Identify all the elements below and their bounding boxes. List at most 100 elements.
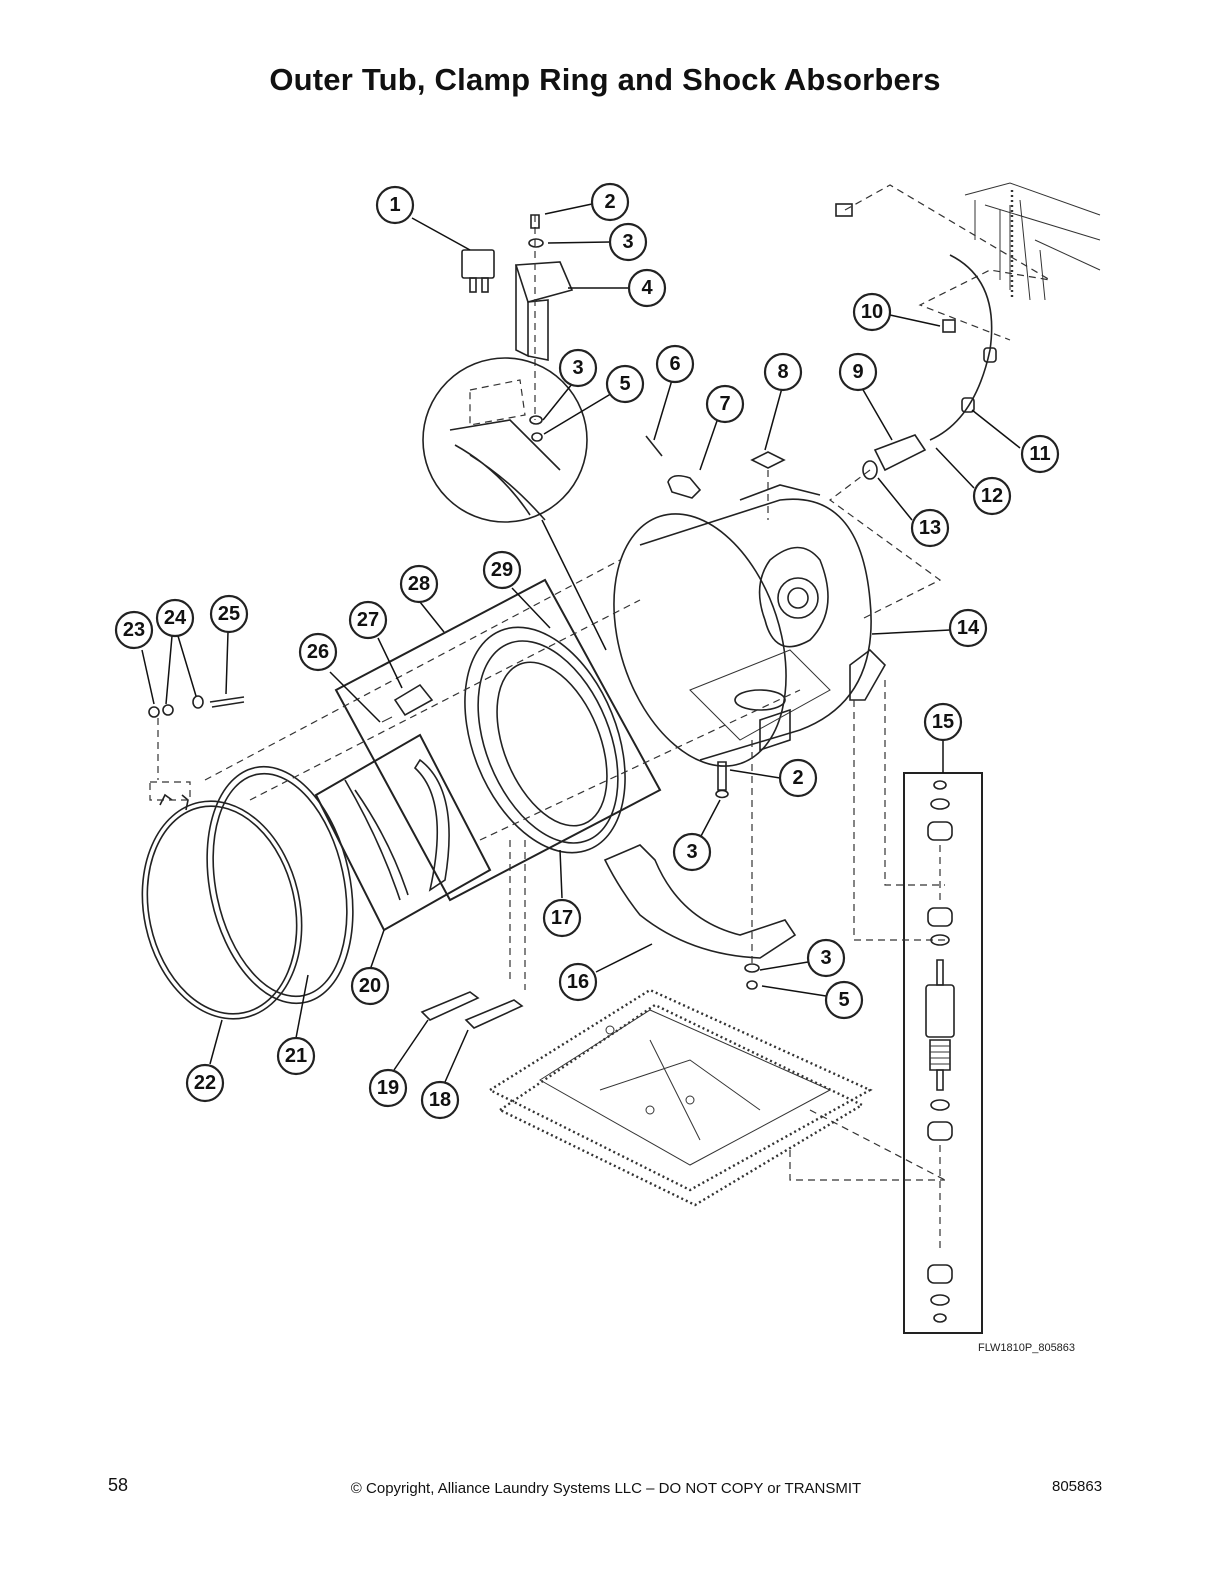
callout-3-detail: 3: [558, 348, 598, 388]
outer-tub: [613, 484, 886, 767]
seal-ring: [206, 765, 354, 1005]
base-frame: [487, 988, 873, 1207]
callout-17: 17: [542, 898, 582, 938]
callout-4: 4: [627, 268, 667, 308]
sensor-bracket: [828, 434, 942, 621]
callout-2-bracket-label: 2: [792, 767, 803, 789]
callout-8-label: 8: [777, 361, 788, 383]
callout-14-label: 14: [957, 617, 980, 639]
shock-absorber-frame: [903, 772, 983, 1334]
callout-11: 11: [1020, 434, 1060, 474]
callout-5-detail: 5: [605, 364, 645, 404]
callout-2-top: 2: [590, 182, 630, 222]
callout-16-label: 16: [567, 971, 589, 993]
callout-2-top-label: 2: [604, 191, 615, 213]
callout-12: 12: [972, 476, 1012, 516]
clamp-hardware: [148, 695, 245, 801]
tub-label: [750, 451, 786, 520]
callout-27-label: 27: [357, 609, 379, 631]
callout-16: 16: [558, 962, 598, 1002]
callout-4-label: 4: [641, 277, 653, 299]
callout-26: 26: [298, 632, 338, 672]
callout-6: 6: [655, 344, 695, 384]
callout-1: 1: [375, 185, 415, 225]
callout-5-bracket-label: 5: [838, 989, 849, 1011]
tub-front-frame: [334, 578, 662, 902]
callout-18: 18: [420, 1080, 460, 1120]
callout-23: 23: [114, 610, 154, 650]
callout-15-label: 15: [932, 711, 954, 733]
callout-25: 25: [209, 594, 249, 634]
callout-21-label: 21: [285, 1045, 307, 1067]
callout-28: 28: [399, 564, 439, 604]
callout-10-label: 10: [861, 301, 883, 323]
inner-ring: [344, 758, 450, 901]
callout-6-label: 6: [669, 353, 680, 375]
callout-3-top: 3: [608, 222, 648, 262]
copyright-notice: © Copyright, Alliance Laundry Systems LL…: [350, 1480, 862, 1497]
callout-5-detail-label: 5: [619, 373, 630, 395]
callout-3-detail-label: 3: [572, 357, 583, 379]
callout-29: 29: [482, 550, 522, 590]
figure-code: FLW1810P_805863: [978, 1342, 1076, 1354]
callout-20-label: 20: [359, 975, 381, 997]
support-bracket: [603, 844, 797, 959]
callout-22: 22: [185, 1063, 225, 1103]
callout-13-label: 13: [919, 517, 941, 539]
clamp-ring: [141, 793, 303, 1020]
document-number: 805863: [1052, 1478, 1103, 1495]
callout-19-label: 19: [377, 1077, 399, 1099]
page-number: 58: [108, 1475, 129, 1495]
grommet: [862, 460, 878, 480]
callout-23-label: 23: [123, 619, 145, 641]
hinge-bracket: [381, 683, 434, 723]
tub-front: [464, 626, 626, 854]
callout-3-top-label: 3: [622, 231, 633, 253]
tub-clip: [667, 474, 702, 499]
callout-5-bracket: 5: [824, 980, 864, 1020]
callout-9: 9: [838, 352, 878, 392]
callout-1-label: 1: [389, 194, 400, 216]
callout-13: 13: [910, 508, 950, 548]
page-title: Outer Tub, Clamp Ring and Shock Absorber…: [269, 62, 941, 97]
callout-9-label: 9: [852, 361, 863, 383]
shock-absorber: [925, 780, 955, 1323]
callout-26-label: 26: [307, 641, 329, 663]
callout-3-bracket-bottom-label: 3: [820, 947, 831, 969]
leader-lines: [141, 203, 1021, 1083]
callout-7-label: 7: [719, 393, 730, 415]
callout-8: 8: [763, 352, 803, 392]
callout-29-label: 29: [491, 559, 513, 581]
door-switch: [461, 249, 495, 293]
callout-18-label: 18: [429, 1089, 451, 1111]
callout-3-bracket-top: 3: [672, 832, 712, 872]
callout-14: 14: [948, 608, 988, 648]
bracket-fasteners: [715, 740, 760, 990]
callout-2-bracket: 2: [778, 758, 818, 798]
alignment-lines: [204, 559, 946, 1181]
callout-19: 19: [368, 1068, 408, 1108]
callout-21: 21: [276, 1036, 316, 1076]
callout-3-bracket-bottom: 3: [806, 938, 846, 978]
callout-20: 20: [350, 966, 390, 1006]
heater-18: [464, 840, 526, 1029]
callout-27: 27: [348, 600, 388, 640]
switch-bracket: [514, 214, 574, 420]
inner-ring-frame: [314, 733, 492, 932]
callout-11-label: 11: [1029, 443, 1050, 465]
callout-10: 10: [852, 292, 892, 332]
callout-22-label: 22: [194, 1072, 216, 1094]
callout-17-label: 17: [551, 907, 573, 929]
callout-15: 15: [923, 702, 963, 742]
detail-magnifier: [422, 357, 607, 651]
tub-bolt: [645, 435, 663, 457]
callout-7: 7: [705, 384, 745, 424]
callout-28-label: 28: [408, 573, 430, 595]
callout-24-label: 24: [164, 607, 187, 629]
callout-12-label: 12: [981, 485, 1003, 507]
callout-3-bracket-top-label: 3: [686, 841, 697, 863]
heater-19: [420, 840, 511, 1021]
cabinet-corner: [964, 182, 1101, 301]
callout-25-label: 25: [218, 603, 240, 625]
